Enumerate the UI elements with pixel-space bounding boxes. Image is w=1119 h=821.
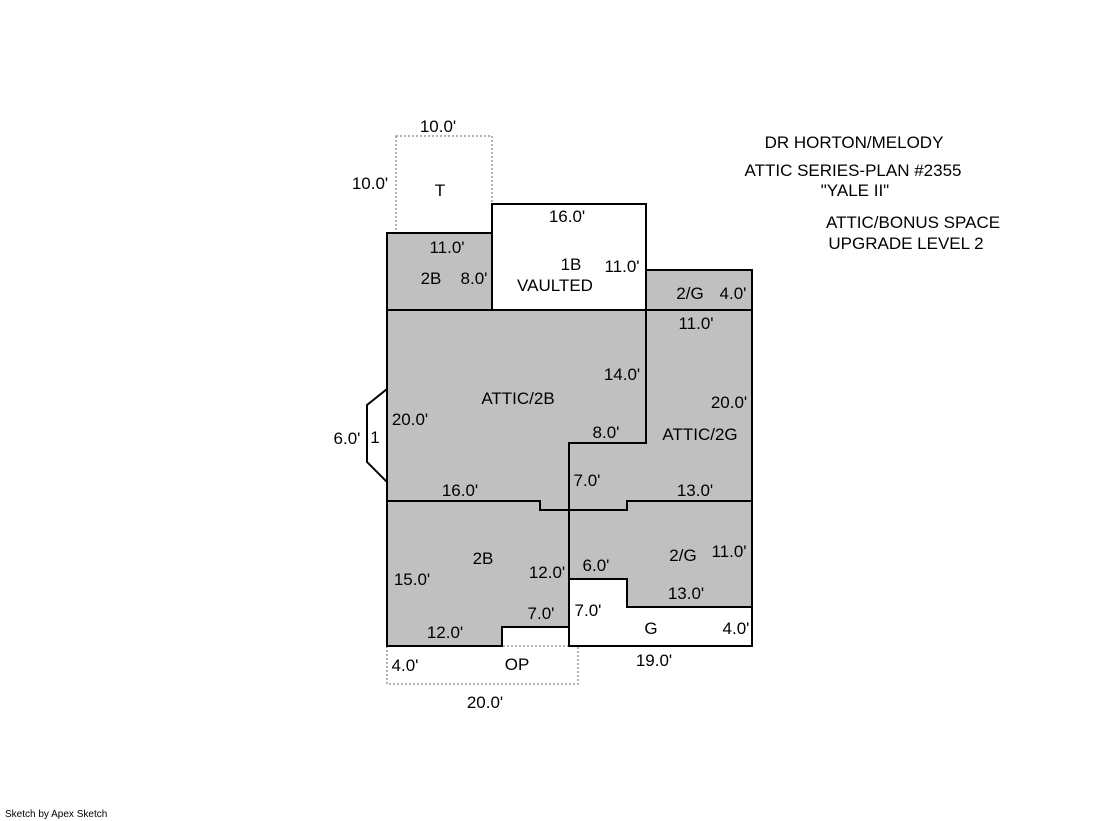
dim-label: 7.0' [575, 601, 602, 620]
dim-label: 15.0' [394, 570, 430, 589]
header-line: UPGRADE LEVEL 2 [828, 234, 983, 253]
room-label: 2/G [676, 284, 703, 303]
room-label: T [435, 181, 445, 200]
header-line: ATTIC SERIES-PLAN #2355 [745, 161, 962, 180]
room-label: 2/G [669, 546, 696, 565]
dim-label: 8.0' [461, 269, 488, 288]
dim-label: 11.0' [429, 238, 464, 257]
dim-label: 6.0' [334, 429, 361, 448]
room-label: 2B [473, 549, 494, 568]
dim-label: 14.0' [604, 365, 640, 384]
dim-label: 8.0' [593, 423, 620, 442]
dim-label: 6.0' [583, 556, 610, 575]
room-label: 1B [561, 255, 582, 274]
dim-label: 16.0' [549, 207, 585, 226]
room-label: 2B [421, 269, 442, 288]
dim-label: 12.0' [427, 623, 463, 642]
dim-label: 13.0' [677, 481, 713, 500]
dim-label: 19.0' [636, 651, 672, 670]
footer-credit: Sketch by Apex Sketch [5, 809, 108, 820]
dim-label: 4.0' [720, 284, 747, 303]
dim-label: 13.0' [668, 584, 704, 603]
dim-label: 4.0' [723, 619, 750, 638]
dim-label: 10.0' [352, 174, 388, 193]
dim-label: 10.0' [420, 117, 456, 136]
dim-label: 20.0' [392, 410, 428, 429]
dim-label: 20.0' [467, 693, 503, 712]
room-bay-1 [366, 386, 388, 485]
room-op-outline [386, 645, 579, 685]
room-2g-upper [645, 269, 753, 311]
room-label: VAULTED [517, 276, 593, 295]
dim-label: 11.0' [678, 314, 713, 333]
dim-label: 4.0' [392, 656, 419, 675]
dim-label: 12.0' [529, 563, 565, 582]
header-line: "YALE II" [821, 181, 889, 200]
dim-label: 11.0' [711, 542, 746, 561]
dim-label: 11.0' [604, 257, 639, 276]
room-label: OP [505, 655, 530, 674]
room-1b-vaulted [491, 203, 647, 311]
dim-label: 7.0' [574, 471, 601, 490]
dim-label: 7.0' [528, 604, 555, 623]
room-label: 1 [370, 428, 379, 447]
dim-label: 20.0' [711, 393, 747, 412]
dim-label: 16.0' [442, 481, 478, 500]
room-g [568, 578, 753, 647]
room-label: G [644, 619, 657, 638]
header-line: DR HORTON/MELODY [765, 133, 944, 152]
room-label: ATTIC/2G [662, 425, 737, 444]
header-line: ATTIC/BONUS SPACE [826, 213, 1000, 232]
room-label: ATTIC/2B [481, 389, 554, 408]
